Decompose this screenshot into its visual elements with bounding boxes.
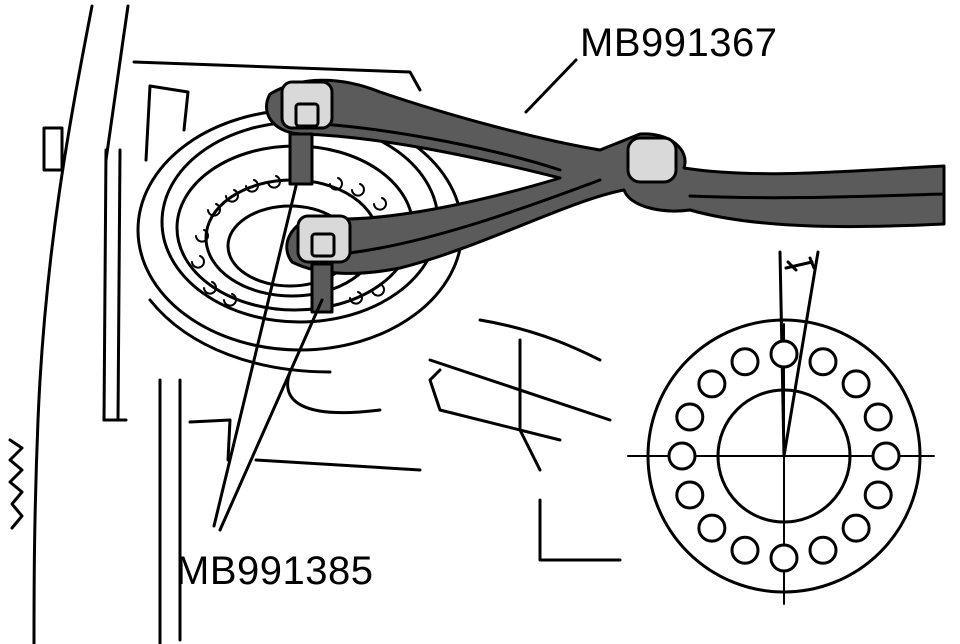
bolt-hole [808, 535, 838, 565]
tool-label-mb991385: MB991385 [176, 549, 373, 593]
spanner-tool [265, 78, 946, 314]
detail-bolt-holes [667, 339, 901, 573]
bolt-hole [697, 513, 727, 543]
bolt-hole [863, 402, 893, 432]
tool-label-mb991367: MB991367 [580, 21, 777, 65]
bolt-hole [841, 369, 871, 399]
bolt-hole [667, 441, 697, 471]
bolt-hole [808, 347, 838, 377]
bolt-hole [863, 480, 893, 510]
bolt-hole [871, 441, 901, 471]
bolt-hole [769, 339, 799, 369]
leader-lines [212, 58, 578, 532]
bolt-hole [730, 347, 760, 377]
bolt-hole [769, 543, 799, 573]
bolt-hole [730, 535, 760, 565]
bolt-hole [675, 480, 705, 510]
bolt-hole [841, 513, 871, 543]
bolt-hole [675, 402, 705, 432]
bolt-hole [697, 369, 727, 399]
pulley-holes [191, 175, 387, 307]
housing-frame [8, 4, 622, 644]
